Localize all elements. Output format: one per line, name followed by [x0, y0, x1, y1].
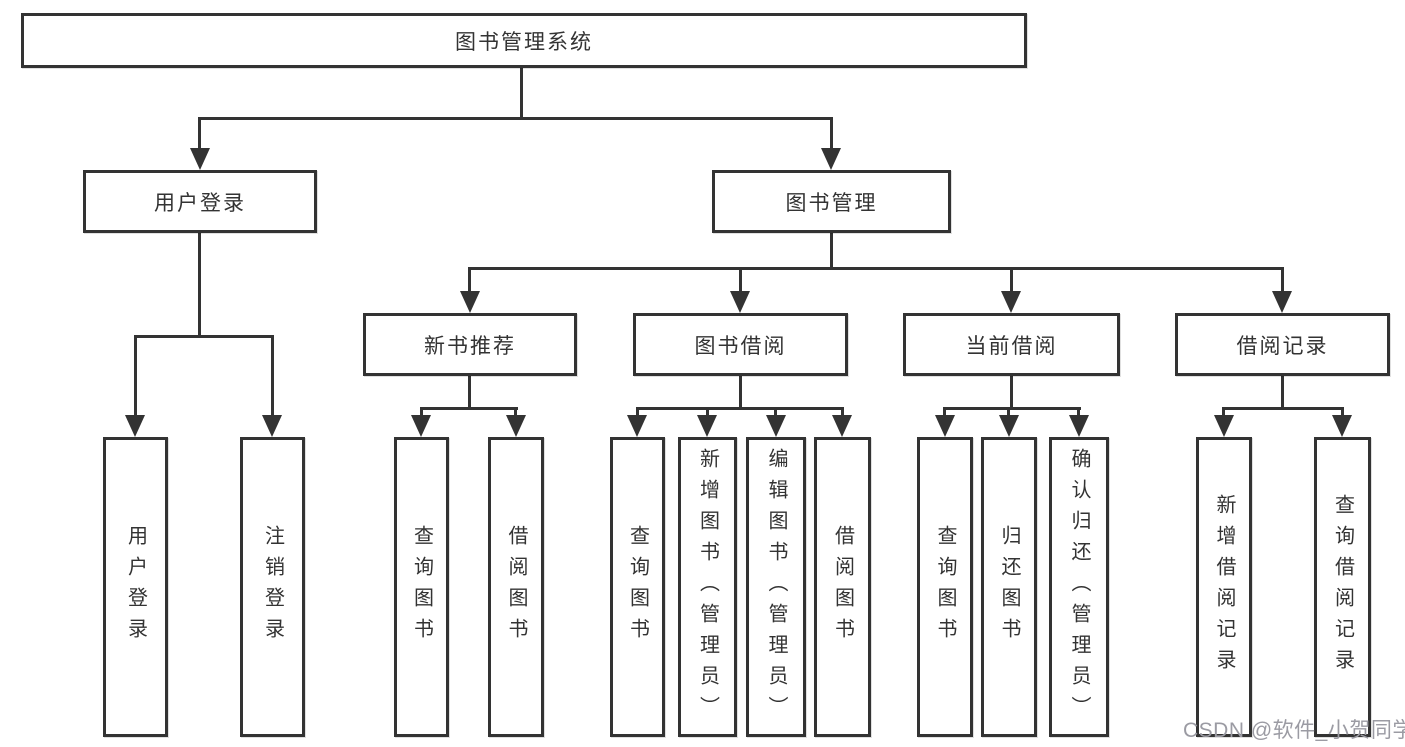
- node-label: 借阅记录: [1236, 334, 1329, 358]
- leaf-borrowing-edit-books-admin: 编辑图书（管理员）: [746, 437, 806, 737]
- node-label: 查询图书: [626, 525, 649, 649]
- arrow-down-icon: [1272, 291, 1292, 313]
- connector-line: [1281, 376, 1284, 408]
- connector-line: [468, 376, 471, 408]
- node-label: 图书管理系统: [455, 30, 593, 54]
- arrow-down-icon: [697, 415, 717, 437]
- node-current-borrowing: 当前借阅: [903, 313, 1120, 376]
- connector-line: [514, 407, 517, 416]
- node-user-login: 用户登录: [83, 170, 317, 233]
- connector-line: [1077, 407, 1080, 416]
- node-label: 查询图书: [934, 525, 956, 649]
- connector-line: [1222, 407, 1225, 416]
- leaf-current-query-books: 查询图书: [917, 437, 973, 737]
- connector-line: [198, 233, 201, 336]
- arrow-down-icon: [262, 415, 282, 437]
- leaf-borrowing-query-books: 查询图书: [610, 437, 665, 737]
- connector-line: [134, 335, 274, 338]
- node-library-management-system: 图书管理系统: [21, 13, 1027, 68]
- connector-line: [1341, 407, 1344, 416]
- connector-line: [520, 68, 523, 117]
- node-book-borrowing: 图书借阅: [633, 313, 848, 376]
- connector-line: [199, 117, 833, 120]
- connector-line: [944, 407, 1081, 410]
- node-new-book-recommendation: 新书推荐: [363, 313, 577, 376]
- node-label: 查询借阅记录: [1331, 494, 1354, 680]
- node-borrowing-records: 借阅记录: [1175, 313, 1390, 376]
- connector-line: [706, 407, 709, 416]
- arrow-down-icon: [1332, 415, 1352, 437]
- node-label: 确认归还（管理员）: [1068, 447, 1090, 727]
- arrow-down-icon: [411, 415, 431, 437]
- connector-line: [198, 117, 201, 149]
- connector-line: [636, 407, 639, 416]
- connector-line: [739, 267, 742, 292]
- node-label: 图书借阅: [694, 334, 787, 358]
- node-label: 注销登录: [261, 525, 284, 649]
- leaf-current-confirm-return-admin: 确认归还（管理员）: [1049, 437, 1109, 737]
- node-label: 编辑图书（管理员）: [765, 447, 787, 727]
- connector-line: [271, 335, 274, 416]
- leaf-logout: 注销登录: [240, 437, 305, 737]
- connector-line: [830, 233, 833, 268]
- arrow-down-icon: [1214, 415, 1234, 437]
- arrow-down-icon: [935, 415, 955, 437]
- connector-line: [636, 407, 844, 410]
- arrow-down-icon: [1069, 415, 1089, 437]
- arrow-down-icon: [125, 415, 145, 437]
- connector-line: [1281, 267, 1284, 292]
- node-label: 新增借阅记录: [1213, 494, 1235, 680]
- node-label: 新书推荐: [424, 334, 516, 358]
- node-label: 用户登录: [154, 191, 246, 215]
- node-label: 用户登录: [124, 525, 147, 649]
- arrow-down-icon: [506, 415, 526, 437]
- connector-line: [420, 407, 518, 410]
- leaf-records-query-record: 查询借阅记录: [1314, 437, 1371, 737]
- connector-line: [1010, 267, 1013, 292]
- connector-line: [469, 267, 1284, 270]
- arrow-down-icon: [999, 415, 1019, 437]
- csdn-watermark: CSDN @软件_小贺同学: [1183, 719, 1405, 742]
- connector-line: [841, 407, 844, 416]
- connector-line: [1007, 407, 1010, 416]
- arrow-down-icon: [730, 291, 750, 313]
- arrow-down-icon: [832, 415, 852, 437]
- leaf-current-return-books: 归还图书: [981, 437, 1037, 737]
- connector-line: [774, 407, 777, 416]
- leaf-borrowing-add-books-admin: 新增图书（管理员）: [678, 437, 737, 737]
- node-label: 归还图书: [998, 525, 1020, 649]
- arrow-down-icon: [766, 415, 786, 437]
- node-label: 新增图书（管理员）: [696, 447, 719, 727]
- arrow-down-icon: [627, 415, 647, 437]
- leaf-borrowing-borrow-books: 借阅图书: [814, 437, 871, 737]
- connector-line: [943, 407, 946, 416]
- leaf-recommend-borrow-books: 借阅图书: [488, 437, 544, 737]
- leaf-recommend-query-books: 查询图书: [394, 437, 449, 737]
- node-book-management: 图书管理: [712, 170, 951, 233]
- arrow-down-icon: [460, 291, 480, 313]
- arrow-down-icon: [821, 148, 841, 170]
- arrow-down-icon: [190, 148, 210, 170]
- connector-line: [1223, 407, 1344, 410]
- node-label: 图书管理: [785, 191, 878, 215]
- connector-line: [1010, 376, 1013, 408]
- node-label: 查询图书: [410, 525, 433, 649]
- connector-line: [739, 376, 742, 408]
- leaf-records-add-record: 新增借阅记录: [1196, 437, 1252, 737]
- node-label: 借阅图书: [505, 525, 527, 649]
- node-label: 当前借阅: [965, 334, 1058, 358]
- node-label: 借阅图书: [831, 525, 854, 649]
- arrow-down-icon: [1001, 291, 1021, 313]
- connector-line: [468, 267, 471, 292]
- connector-line: [134, 335, 137, 416]
- connector-line: [830, 117, 833, 149]
- leaf-user-login: 用户登录: [103, 437, 168, 737]
- connector-line: [420, 407, 423, 416]
